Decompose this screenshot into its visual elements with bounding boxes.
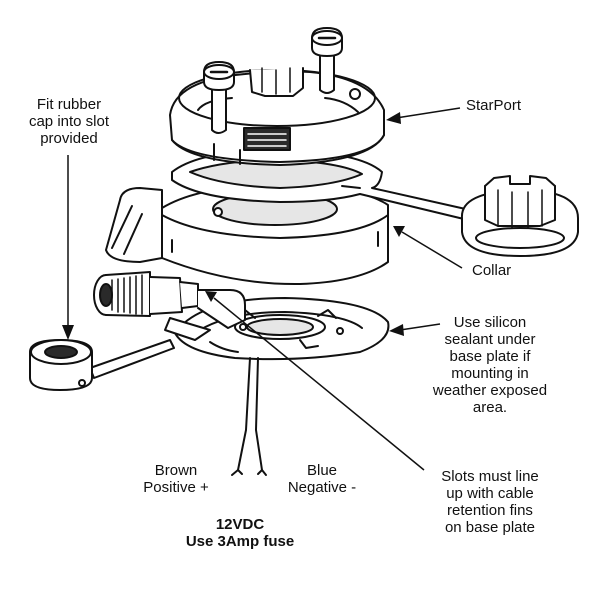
retention-clip [460, 175, 579, 257]
leader-lines [62, 107, 463, 471]
label-blue-negative: Blue Negative - [287, 462, 357, 496]
screw-right [311, 27, 343, 94]
label-slots-must-line-up: Slots must line up with cable retention … [441, 468, 539, 536]
label-fit-rubber-cap: Fit rubber cap into slot provided [28, 96, 110, 147]
rubber-cap [29, 339, 175, 391]
gasket-ring [171, 149, 471, 221]
starport-body [169, 67, 385, 166]
label-use-silicon: Use silicon sealant under base plate if … [432, 314, 548, 416]
power-cables [231, 357, 267, 476]
connector-socket [93, 271, 246, 341]
screw-left [203, 61, 235, 134]
label-starport: StarPort [466, 97, 522, 114]
label-power-spec: 12VDC Use 3Amp fuse [185, 516, 295, 550]
label-collar: Collar [472, 262, 512, 279]
label-brown-positive: Brown Positive + [143, 462, 209, 496]
